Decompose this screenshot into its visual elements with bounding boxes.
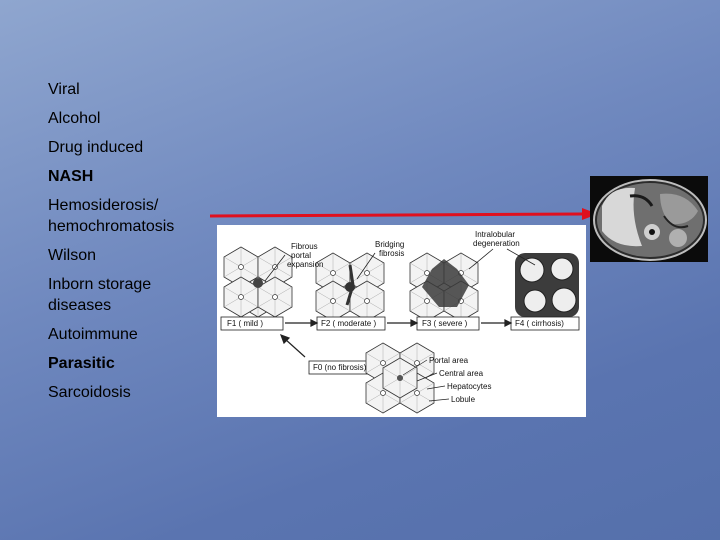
stage-box-f1: F1 ( mild ) <box>220 316 284 331</box>
cause-item: Autoimmune <box>48 326 138 343</box>
f2-lobule-cluster <box>315 252 385 322</box>
cause-item: Parasitic <box>48 355 115 372</box>
f1-lobule-cluster <box>223 246 293 318</box>
stage-box-f3: F3 ( severe ) <box>416 316 480 331</box>
annotation-intralobular-degeneration: Intralobular degeneration <box>473 230 520 248</box>
annotation-bridging-fibrosis: Bridging fibrosis <box>375 240 407 258</box>
stage-box-f0: F0 (no fibrosis) <box>308 360 376 375</box>
f3-lobule-cluster <box>409 252 479 322</box>
annotation-fibrous-portal-expansion: Fibrous portal expansion <box>287 242 323 269</box>
legend-lobule: Lobule <box>451 395 476 404</box>
cause-item: Viral <box>48 81 80 98</box>
f0-lobule-cluster <box>365 342 435 414</box>
stage-arrows <box>279 319 513 358</box>
legend-hepatocytes: Hepatocytes <box>447 382 491 391</box>
cause-item: Sarcoidosis <box>48 384 131 401</box>
cause-item: Drug induced <box>48 139 144 156</box>
mri-scan-image <box>590 176 708 262</box>
f4-lobule-cluster <box>515 253 579 317</box>
cause-item: Wilson <box>48 247 97 264</box>
stage-label-f3: F3 ( severe ) <box>422 319 468 328</box>
stage-box-f4: F4 ( cirrhosis) <box>510 316 580 331</box>
cause-item: Hemosiderosis/ hemochromatosis <box>48 197 175 235</box>
stage-label-f1: F1 ( mild ) <box>227 319 263 328</box>
diagram-legend: Portal area Central area Hepatocytes Lob… <box>402 356 491 404</box>
cause-item: Inborn storage diseases <box>48 276 152 314</box>
cause-item: Alcohol <box>48 110 101 127</box>
cause-item: NASH <box>48 168 94 185</box>
legend-central-area: Central area <box>439 369 484 378</box>
stage-label-f0: F0 (no fibrosis) <box>313 363 367 372</box>
legend-portal-area: Portal area <box>429 356 469 365</box>
stage-label-f4: F4 ( cirrhosis) <box>515 319 564 328</box>
stage-box-f2: F2 ( moderate ) <box>316 316 386 331</box>
fibrosis-staging-diagram: Fibrous portal expansion Bridging fibros… <box>217 225 586 417</box>
stage-label-f2: F2 ( moderate ) <box>321 319 376 328</box>
red-arrow <box>210 208 598 220</box>
